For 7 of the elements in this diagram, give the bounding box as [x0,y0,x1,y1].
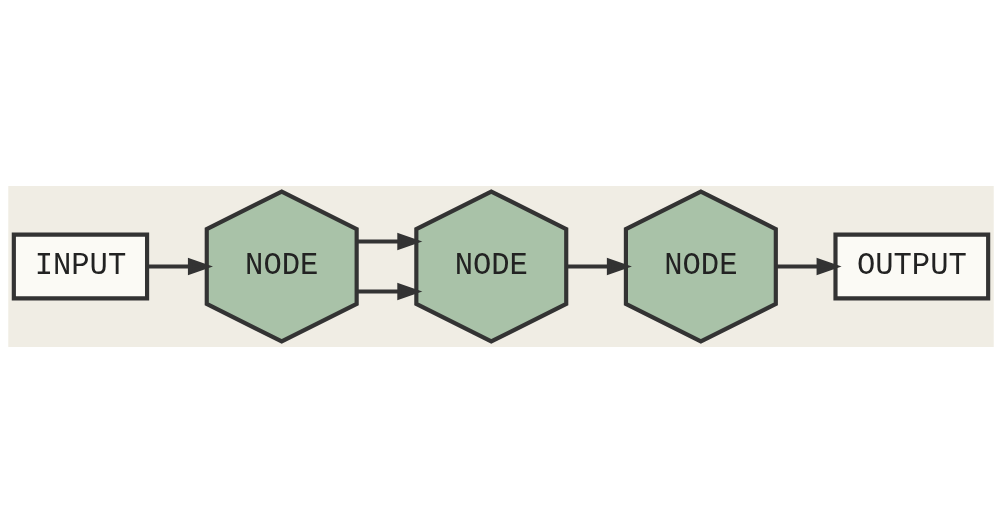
arrow [775,257,842,275]
node-box: OUTPUT [833,232,991,300]
arrow [147,257,213,275]
node-box: INPUT [11,232,150,300]
arrow [356,282,423,300]
arrow [566,257,632,275]
arrow [356,232,423,250]
